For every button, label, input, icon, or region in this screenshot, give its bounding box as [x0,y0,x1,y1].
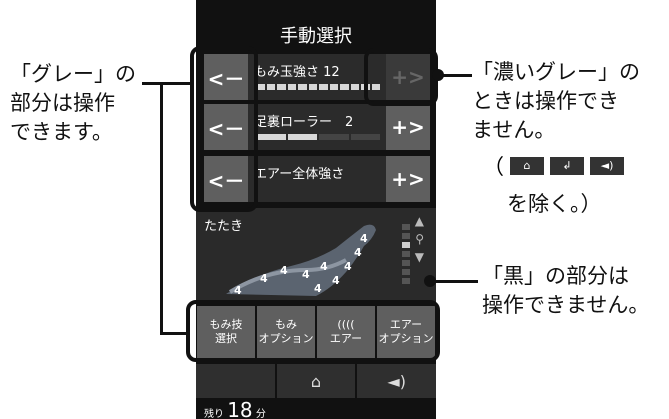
paren-open: （ [483,155,504,179]
remaining-value: 18 [227,398,253,419]
magnifier-icon: ⚲ [415,232,424,246]
increase-button: +> [386,54,430,100]
annotation-dark-gray: 「濃いグレー」の ときは操作でき ません。 [472,60,640,142]
leader-line [160,82,163,334]
row-label: 足裏ローラー 2 [254,115,354,130]
pressure-number: 4 [320,260,328,273]
row-air-strength: <－ エアー全体強さ +> [204,156,430,202]
row-label: エアー全体強さ [254,167,345,182]
level-bar [256,84,380,90]
chevron-down-icon: ▼ [414,250,424,264]
increase-button[interactable]: +> [386,156,430,202]
leader-line [160,332,188,335]
remaining-label: 残り [204,409,224,419]
leader-dot [432,69,444,81]
remaining-unit: 分 [255,409,266,419]
pressure-number: 4 [344,260,352,273]
air-button[interactable]: (((( エアー [317,306,375,358]
air-option-button[interactable]: エアー オプション [377,306,435,358]
annotation-except: を除く。） [507,192,602,216]
highlight-dark-gray-button [364,48,438,106]
remote-screen: 手動選択 <－ もみ玉強さ 12 +> <－ 足裏ローラー 2 +> <－ エア… [196,0,436,419]
remaining-time: 残り 18 分 [204,398,266,419]
leader-dot [424,275,436,287]
pressure-number: 4 [360,232,368,245]
excepted-icons: （ ⌂ ↲ ◄) [483,153,624,179]
home-icon[interactable]: ⌂ [276,364,356,398]
pressure-number: 4 [332,274,340,287]
momi-technique-button[interactable]: もみ技 選択 [197,306,255,358]
chevron-up-icon: ▲ [414,214,424,228]
row-momi-strength: <－ もみ玉強さ 12 +> [204,54,430,100]
level-bar [256,134,380,140]
leader-line [438,74,472,77]
annotation-gray: 「グレー」の 部分は操作 できます。 [10,62,136,144]
position-slider [402,224,410,294]
home-icon: ⌂ [510,157,544,175]
decrease-button[interactable]: <－ [204,54,248,100]
speaker-icon[interactable]: ◄) [357,364,436,398]
decrease-button[interactable]: <－ [204,156,248,202]
pressure-number: 4 [234,284,242,297]
screen-title: 手動選択 [280,26,352,47]
pressure-number: 4 [314,282,322,295]
pressure-number: 4 [280,264,288,277]
body-diagram: たたき 4 4 4 4 4 4 4 4 4 4 ▲ ⚲ ▼ [196,208,436,302]
leader-line [430,280,478,283]
decrease-button[interactable]: <－ [204,104,248,150]
home-bar: ⌂ ◄) [196,364,436,398]
speaker-icon: ◄) [590,157,624,175]
increase-button[interactable]: +> [386,104,430,150]
blank-cell [196,364,275,398]
return-icon: ↲ [550,157,584,175]
pressure-number: 4 [302,268,310,281]
tataki-label: たたき [204,219,244,234]
highlight-bottom-buttons [186,300,440,362]
momi-option-button[interactable]: もみ オプション [257,306,315,358]
mode-buttons: もみ技 選択 もみ オプション (((( エアー エアー オプション [196,306,436,358]
leader-line [142,82,192,85]
row-foot-roller: <－ 足裏ローラー 2 +> [204,104,430,150]
highlight-gray-buttons [190,46,258,212]
row-label: もみ玉強さ 12 [254,65,340,80]
body-silhouette-icon [226,224,376,296]
pressure-number: 4 [260,272,268,285]
annotation-black: 「黒」の部分は 操作できません。 [482,264,650,317]
pressure-number: 4 [354,246,362,259]
